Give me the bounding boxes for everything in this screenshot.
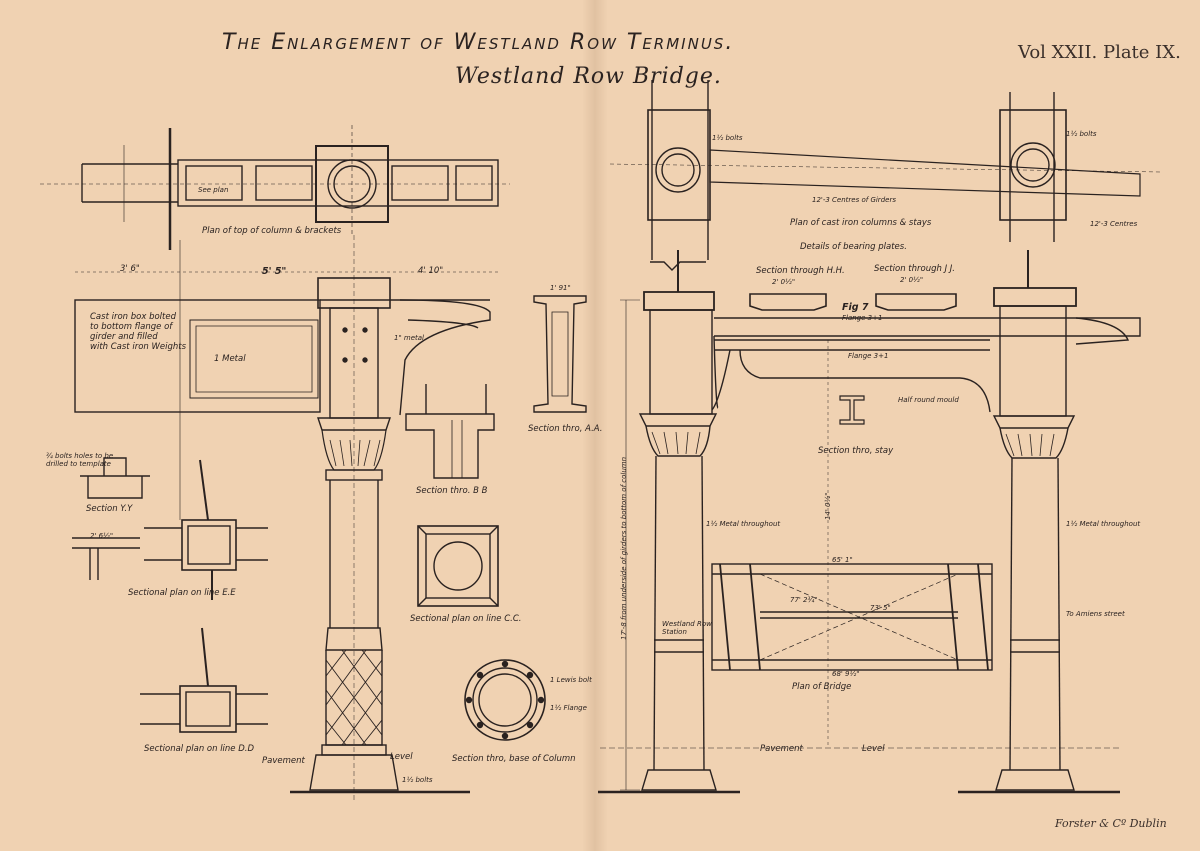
label-westland-row-station: Westland Row Station [662, 620, 712, 636]
section-aa-view [533, 295, 587, 413]
left-ornamental-column [290, 235, 470, 800]
label-bolts-left: 1½ bolts [402, 776, 433, 784]
sectional-plan-ee [72, 459, 268, 600]
label-pavement-left: Pavement [262, 756, 305, 766]
label-see-plan: See plan [198, 186, 229, 194]
label-sectional-ee: Sectional plan on line E.E [128, 588, 236, 598]
label-details-bearing: Details of bearing plates. [800, 242, 907, 252]
dim-4-10: 4' 10" [418, 266, 444, 276]
dim-65: 65' 1" [832, 556, 853, 564]
drawing-subtitle: Westland Row Bridge. [455, 64, 722, 89]
label-section-jj: Section through J J. [874, 264, 955, 274]
section-yy-view [80, 457, 150, 499]
dim-77: 77' 2¾" [790, 596, 818, 604]
label-section-hh: Section through H.H. [756, 266, 845, 276]
dim-73: 73' 5" [870, 604, 891, 612]
label-plan-top-column: Plan of top of column & brackets [202, 226, 342, 236]
label-flange-base: 1½ Flange [550, 704, 587, 712]
label-section-base: Section thro, base of Column [452, 754, 576, 764]
label-cast-iron-box: Cast iron box bolted to bottom flange of… [90, 312, 187, 352]
label-centres-girders: 12'-3 Centres of Girders [812, 196, 896, 204]
label-flange-fig7: Flange 3+1 [842, 314, 883, 322]
dim-3-6: 3' 6" [120, 264, 140, 274]
label-sectional-cc: Sectional plan on line C.C. [410, 614, 522, 624]
dim-2-0-jj: 2' 0½" [900, 276, 924, 284]
label-lewis-bolt: 1 Lewis bolt [550, 676, 592, 684]
label-plan-bridge: Plan of Bridge [792, 682, 852, 692]
label-to-amiens: To Amiens street [1066, 610, 1125, 618]
bearing-plate-sections [749, 293, 957, 311]
dim-68: 68' 9½" [832, 670, 860, 678]
label-flange-girder: Flange 3+1 [848, 352, 889, 360]
section-bb-view [405, 384, 495, 479]
label-sectional-dd: Sectional plan on line D.D [144, 744, 255, 754]
dim-2-0-hh: 2' 0½" [772, 278, 796, 286]
section-base-column [464, 659, 546, 741]
printer-imprint: Forster & Cº Dublin [1055, 817, 1167, 830]
plate-reference: Vol XXII. Plate IX. [1018, 42, 1181, 63]
label-section-yy: Section Y.Y [86, 504, 133, 514]
label-one-metal: 1 Metal [214, 354, 246, 364]
dim-2-6: 2' 6½" [90, 532, 114, 540]
label-centres: 12'-3 Centres [1090, 220, 1138, 228]
label-from-underside: 17'-8 from underside of girders to botto… [620, 456, 628, 640]
drawing-title: The Enlargement of Westland Row Terminus… [222, 30, 735, 55]
label-half-round: Half round mould [898, 396, 959, 404]
label-bolts-right: 1½ bolts [1066, 130, 1097, 138]
plan-top-column-view [40, 125, 510, 250]
girder-elevation [74, 240, 500, 520]
dim-1-91: 1' 91" [550, 284, 571, 292]
label-plan-cast-iron: Plan of cast iron columns & stays [790, 218, 932, 228]
page-fold [582, 0, 608, 851]
label-section-aa: Section thro, A.A. [528, 424, 603, 434]
label-metal-throughout-left: 1½ Metal throughout [706, 520, 781, 528]
plan-of-bridge [711, 563, 993, 671]
plan-columns-stays [609, 80, 1161, 271]
sectional-plan-dd [140, 627, 268, 733]
sectional-plan-cc [417, 525, 499, 607]
label-level-left: Level [390, 752, 413, 762]
label-bolts-top: 1½ bolts [712, 134, 743, 142]
label-section-bb: Section thro. B B [416, 486, 488, 496]
label-fig7: Fig 7 [842, 302, 869, 313]
label-one-metal-bracket: 1" metal [394, 334, 425, 342]
dim-5-5: 5' 5" [262, 266, 287, 277]
label-metal-throughout-right: 1½ Metal throughout [1066, 520, 1141, 528]
bridge-elevation [598, 250, 1141, 794]
dim-14: 14' 0½" [824, 492, 832, 520]
label-section-stay: Section thro, stay [818, 446, 894, 456]
stay-section [839, 395, 865, 425]
label-level-right: Level [862, 744, 885, 754]
label-bolt-holes: ¾ bolts holes to be drilled to template [46, 452, 114, 468]
label-pavement-right: Pavement [760, 744, 803, 754]
